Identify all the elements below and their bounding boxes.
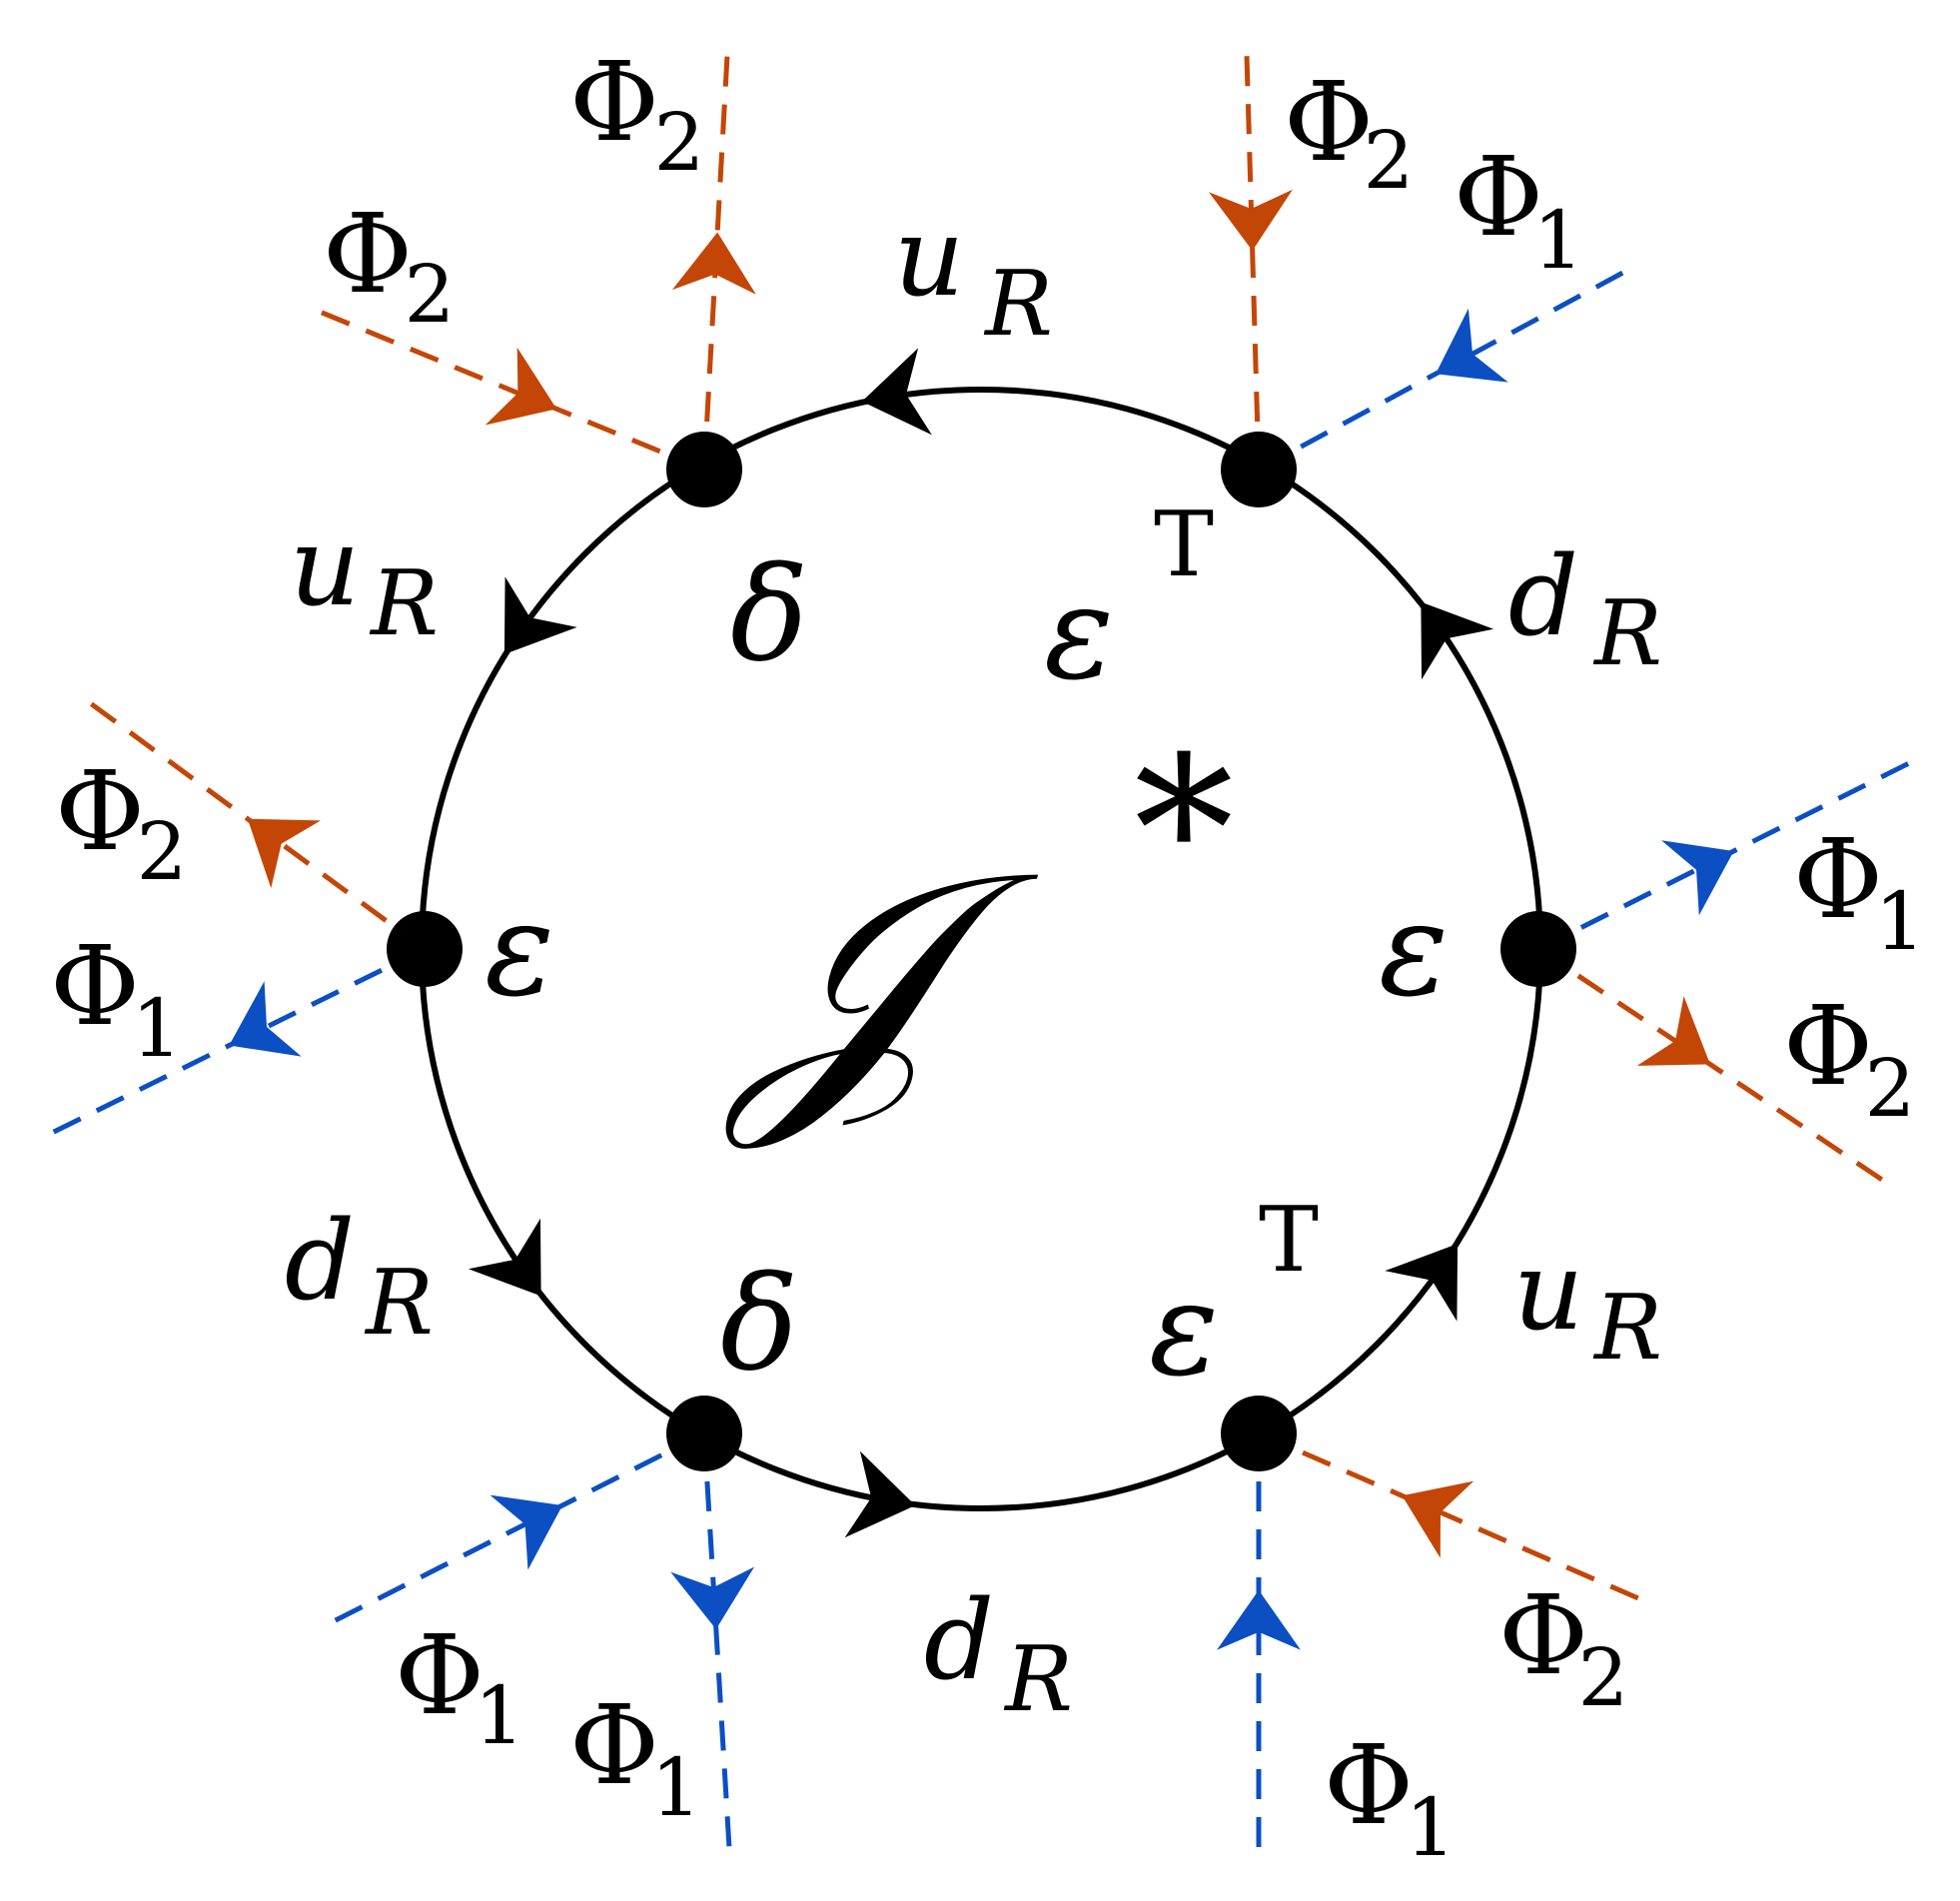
arrow-tr-up <box>1208 189 1293 251</box>
external-leg-tr-up <box>1244 54 1262 471</box>
external-leg-tl-left <box>314 307 705 473</box>
external-leg-bl-down <box>701 1432 732 1849</box>
vertex-dot-top-left <box>666 432 742 507</box>
vertex-label-left: ε <box>485 873 554 1025</box>
field-label-l-down-sub: 1 <box>132 982 183 1075</box>
propagator-label-lower-left-sub: R <box>364 1251 434 1356</box>
vertex-label-bottom-right: ε <box>1149 1253 1219 1405</box>
arrow-l-up <box>247 818 322 889</box>
field-label-tl-left: Φ <box>323 190 413 318</box>
field-label-br-down: Φ <box>1324 1721 1414 1849</box>
vertex-label-bottom-right-sup: T <box>1259 1188 1319 1293</box>
vertex-dot-right <box>1500 911 1576 987</box>
vertex-dot-bottom-right <box>1221 1396 1297 1471</box>
loop-arrow-bottom <box>844 1450 916 1538</box>
loop-arrow-lower-left <box>468 1218 541 1297</box>
propagator-label-upper-left: u <box>290 502 361 630</box>
loop-arrow-lower-right <box>1385 1243 1459 1322</box>
fermion-loop <box>419 387 1543 1511</box>
vertex-label-top-right: ε <box>1044 556 1114 708</box>
vertex-dot-bottom-left <box>666 1396 742 1471</box>
loop-arrows <box>468 348 1494 1538</box>
propagator-label-lower-right: u <box>1513 1227 1584 1355</box>
vertex-dots <box>387 432 1576 1471</box>
vertex-label-top-left: δ <box>730 538 808 690</box>
field-label-l-up-sub: 2 <box>137 805 188 898</box>
arrow-r-down <box>1636 996 1710 1066</box>
field-label-r-down-sub: 2 <box>1865 1042 1916 1135</box>
vertex-dot-top-right <box>1221 432 1297 507</box>
field-label-l-up: Φ <box>55 747 145 875</box>
vertex-label-bottom-left: δ <box>720 1248 798 1400</box>
arrow-br-down <box>1217 1589 1301 1650</box>
field-label-r-up: Φ <box>1793 815 1883 943</box>
arrow-br-right <box>1402 1480 1474 1558</box>
field-label-tl-up-sub: 2 <box>654 96 705 189</box>
field-label-tr-up-sub: 2 <box>1364 114 1415 207</box>
propagator-label-bottom: d <box>924 1576 994 1704</box>
arrow-tl-left <box>485 347 557 426</box>
arrow-bl-down <box>670 1566 755 1629</box>
field-label-bl-down: Φ <box>569 1681 659 1809</box>
propagator-label-lower-right-sub: R <box>1592 1276 1662 1381</box>
propagator-label-top-sub: R <box>983 252 1053 357</box>
field-label-bl-left-sub: 1 <box>475 1669 525 1762</box>
field-label-bl-left: Φ <box>395 1611 485 1739</box>
field-label-tr-up: Φ <box>1284 58 1374 186</box>
field-label-br-right-sub: 2 <box>1578 1631 1629 1724</box>
field-label-tr-right: Φ <box>1454 133 1543 261</box>
external-legs <box>48 54 1915 1849</box>
loop-arrow-upper-left <box>503 576 577 655</box>
propagator-label-upper-left-sub: R <box>369 551 439 656</box>
external-leg-r-down <box>1536 946 1890 1187</box>
loop-arrow-top <box>861 348 932 436</box>
loop-arrow-upper-right <box>1421 601 1494 680</box>
vertex-dot-left <box>387 911 463 987</box>
propagator-label-lower-left: d <box>285 1197 355 1325</box>
arrow-r-up <box>1661 840 1734 916</box>
field-label-tr-right-sub: 1 <box>1533 194 1584 287</box>
field-label-bl-down-sub: 1 <box>651 1741 702 1834</box>
center-superscript: * <box>1134 714 1234 947</box>
propagator-label-upper-right-sub: R <box>1592 581 1662 686</box>
propagator-label-upper-right: d <box>1508 532 1578 660</box>
field-label-r-up-sub: 1 <box>1875 875 1926 968</box>
field-label-br-right: Φ <box>1498 1571 1588 1699</box>
field-label-l-down: Φ <box>50 922 140 1050</box>
field-label-tl-left-sub: 2 <box>405 248 456 341</box>
arrow-tl-up <box>671 232 756 295</box>
arrow-l-down <box>229 981 302 1057</box>
external-leg-bl-left <box>328 1430 706 1626</box>
vertex-label-right: ε <box>1379 873 1449 1025</box>
propagator-label-bottom-sub: R <box>1003 1627 1073 1732</box>
field-label-r-down: Φ <box>1783 982 1873 1110</box>
center-symbol: 𝒥 <box>721 806 1040 1155</box>
external-leg-br-right <box>1258 1430 1639 1601</box>
field-label-br-down-sub: 1 <box>1406 1781 1457 1874</box>
vertex-label-top-right-sup: T <box>1154 492 1214 597</box>
arrow-tr-right <box>1436 308 1508 383</box>
propagator-label-top: u <box>894 193 965 321</box>
field-label-tl-up: Φ <box>569 38 659 166</box>
arrow-bl-left <box>490 1494 563 1570</box>
